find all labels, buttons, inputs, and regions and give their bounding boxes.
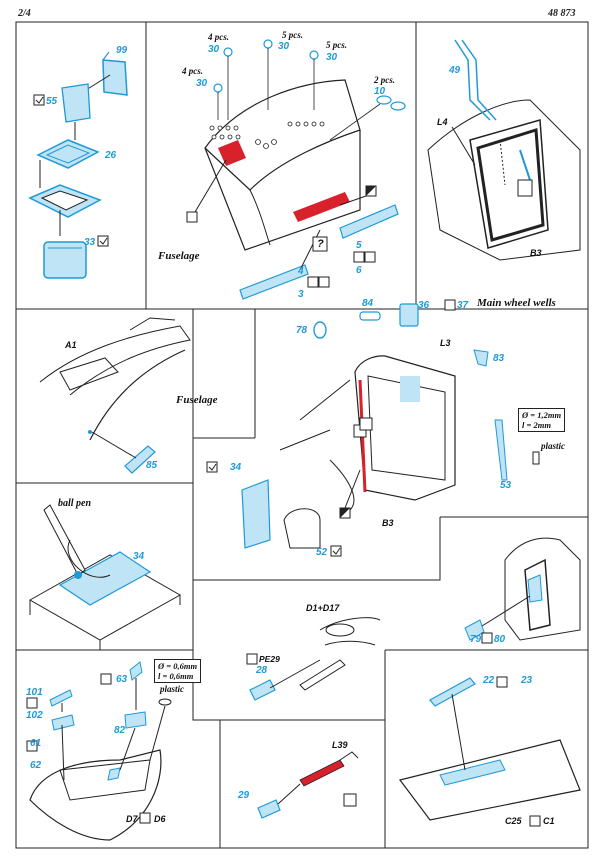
part-30-a: 30: [208, 44, 220, 55]
spec-2-diameter: Ø = 0,6mm: [158, 661, 198, 671]
part-30-b: 30: [278, 41, 290, 52]
part-62: 62: [30, 760, 42, 771]
part-23: 23: [521, 675, 533, 686]
question-mark: ?: [317, 238, 324, 250]
label-plastic-b: plastic: [160, 684, 184, 694]
part-101: 101: [26, 687, 43, 698]
ref-d1-d17: D1+D17: [306, 603, 340, 613]
part-34-a: 34: [230, 462, 242, 473]
part-30-d: 30: [196, 78, 208, 89]
pcs-label-b: 5 pcs.: [282, 30, 303, 40]
panel-g-drawing: [464, 537, 581, 644]
pcs-label-d: 4 pcs.: [182, 66, 203, 76]
spec-box-2: Ø = 0,6mm l = 0,6mm: [154, 659, 202, 683]
panel-i-drawing: [26, 661, 172, 841]
part-63: 63: [116, 674, 128, 685]
page-number: 2/4: [18, 8, 31, 19]
sheet-code: 48 873: [548, 8, 576, 19]
part-85: 85: [146, 460, 158, 471]
panel-f-drawing: [206, 299, 540, 557]
part-49: 49: [449, 65, 461, 76]
part-30-c: 30: [326, 52, 338, 63]
ref-l3: L3: [440, 338, 451, 348]
part-10: 10: [374, 86, 386, 97]
part-61: 61: [30, 738, 42, 749]
part-34-b: 34: [133, 551, 145, 562]
part-78: 78: [296, 325, 308, 336]
part-83: 83: [493, 353, 505, 364]
pcs-label-a: 4 pcs.: [208, 32, 229, 42]
label-plastic-a: plastic: [541, 441, 565, 451]
part-29: 29: [238, 790, 250, 801]
spec-box-1: Ø = 1,2mm l = 2mm: [518, 408, 566, 432]
part-3: 3: [298, 289, 304, 300]
spec-1-diameter: Ø = 1,2mm: [522, 410, 562, 420]
part-102: 102: [26, 710, 43, 721]
ref-l39: L39: [332, 740, 348, 750]
ref-d6: D6: [154, 814, 166, 824]
panel-b-drawing: [186, 39, 406, 300]
ref-b3-top: B3: [530, 248, 542, 258]
part-33: 33: [84, 237, 96, 248]
title-fuselage-top: Fuselage: [158, 250, 200, 262]
part-55: 55: [46, 96, 58, 107]
spec-2-length: l = 0,6mm: [158, 671, 194, 681]
part-36: 36: [418, 300, 430, 311]
ref-c1: C1: [543, 816, 555, 826]
part-80: 80: [494, 634, 506, 645]
pcs-label-c: 5 pcs.: [326, 40, 347, 50]
label-pe29: PE29: [259, 654, 280, 664]
part-4: 4: [298, 266, 304, 277]
panel-j-drawing: [257, 751, 359, 819]
part-26: 26: [105, 150, 117, 161]
label-ball-pen: ball pen: [58, 498, 92, 509]
part-37: 37: [457, 300, 469, 311]
part-52: 52: [316, 547, 328, 558]
spec-1-length: l = 2mm: [522, 420, 551, 430]
part-53: 53: [500, 480, 512, 491]
part-28: 28: [256, 665, 268, 676]
ref-a1: A1: [65, 340, 77, 350]
title-fuselage-mid: Fuselage: [176, 394, 218, 406]
panel-c-drawing: [427, 39, 581, 261]
panel-a-drawing: [28, 51, 128, 279]
part-99: 99: [116, 45, 128, 56]
panel-e-drawing: [28, 504, 182, 650]
ref-l4: L4: [437, 117, 448, 127]
part-82: 82: [114, 725, 126, 736]
part-5: 5: [356, 240, 362, 251]
panel-k-drawing: [398, 676, 581, 827]
panel-d-drawing: [39, 317, 191, 474]
pcs-label-e: 2 pcs.: [374, 75, 395, 85]
panel-frames: [15, 21, 589, 849]
part-22: 22: [483, 675, 495, 686]
part-79: 79: [470, 634, 482, 645]
part-6: 6: [356, 265, 362, 276]
ref-d7: D7: [126, 814, 138, 824]
panel-h-drawing: [246, 617, 381, 701]
ref-c25: C25: [505, 816, 522, 826]
ref-b3-mid: B3: [382, 518, 394, 528]
title-main-wheel-wells: Main wheel wells: [477, 297, 556, 309]
part-84: 84: [362, 298, 374, 309]
